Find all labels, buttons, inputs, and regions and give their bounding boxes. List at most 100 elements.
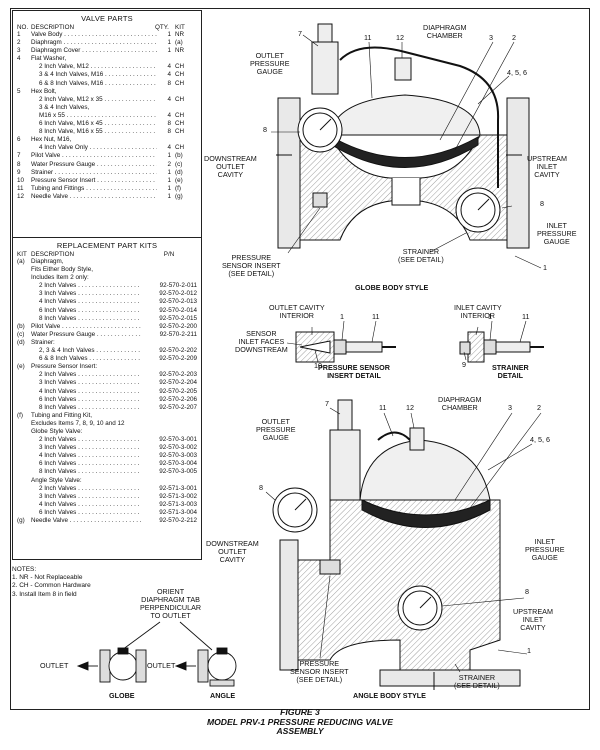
kit-part-number: 92-571-3-004 <box>159 508 197 516</box>
kit-description: Tubing and Fitting Kit, <box>31 411 93 419</box>
part-kit: (c) <box>175 160 183 168</box>
kit-letter: (g) <box>17 517 25 524</box>
sensor-detail-callout-1: 1 <box>340 312 344 321</box>
strainer-detail-callout-9: 9 <box>462 360 466 369</box>
col-kit: KIT <box>17 251 27 258</box>
part-qty: 1 <box>167 176 171 184</box>
globe-outlet-gauge-label: OUTLET PRESSURE GAUGE <box>250 51 290 76</box>
part-kit: CH <box>175 128 185 136</box>
part-number: 8 <box>17 160 21 168</box>
kit-description: 3 Inch Valves <box>31 493 141 501</box>
part-qty: 1 <box>167 192 171 200</box>
kit-description: Pilot Valve <box>31 323 141 331</box>
part-kit: CH <box>175 63 185 71</box>
kit-row: 4 Inch Valves92-570-2-205 <box>13 388 201 396</box>
part-number: 7 <box>17 152 21 160</box>
valve-part-row: 6 & 8 Inch Valves, M168CH <box>13 80 201 88</box>
angle-callout-2: 2 <box>537 403 541 412</box>
kit-row: 8 Inch Valves92-570-2-207 <box>13 404 201 412</box>
kit-part-number: 92-570-2-206 <box>159 395 197 403</box>
angle-mini-cover <box>207 651 237 681</box>
globe-mini-tab <box>117 647 129 655</box>
kit-row: 2 Inch Valves92-570-2-203 <box>13 371 201 379</box>
part-qty: 1 <box>167 168 171 176</box>
orient-note: ORIENT DIAPHRAGM TAB PERPENDICULAR TO OU… <box>140 587 202 620</box>
valve-parts-header: NO. DESCRIPTION QTY. KIT <box>13 24 201 31</box>
kit-row: 8 Inch Valves92-570-2-015 <box>13 315 201 323</box>
angle-outlet-gauge-needle <box>294 498 307 511</box>
kit-row: 2 Inch Valves92-571-3-001 <box>13 485 201 493</box>
globe-outlet-gauge-needle <box>319 118 332 131</box>
globe-mini-cover <box>108 651 138 681</box>
valve-part-row: 8 Inch Valve, M16 x 558CH <box>13 128 201 136</box>
kit-row: 4 Inch Valves92-570-2-013 <box>13 298 201 306</box>
part-kit: (d) <box>175 168 183 176</box>
part-description: 2 Inch Valve, M12 <box>31 63 157 71</box>
angle-inlet-gauge-face <box>402 590 438 626</box>
kit-description: Needle Valve <box>31 517 141 525</box>
kit-description: Excludes Items 7, 8, 9, 10 and 12 <box>31 419 125 427</box>
part-number: 10 <box>17 176 25 184</box>
kit-part-number: 92-570-2-013 <box>159 298 197 306</box>
angle-outlet-arrow <box>174 661 187 671</box>
pressure-sensor-detail-title: PRESSURE SENSOR INSERT DETAIL <box>318 363 390 380</box>
kit-description: Angle Style Valve: <box>31 476 82 484</box>
part-number: 9 <box>17 168 21 176</box>
part-qty: 1 <box>167 31 171 38</box>
kit-row: (f)Tubing and Fitting Kit, <box>13 412 201 420</box>
kit-row: Angle Style Valve: <box>13 477 201 485</box>
kit-description: 3 Inch Valves <box>31 379 141 387</box>
figure-caption: FIGURE 3 MODEL PRV-1 PRESSURE REDUCING V… <box>0 707 600 737</box>
kit-row: (b)Pilot Valve92-570-2-200 <box>13 323 201 331</box>
part-kit: CH <box>175 79 185 87</box>
kit-description: 6 & 8 Inch Valves <box>31 355 141 363</box>
kit-description: Includes Item 2 only: <box>31 274 89 282</box>
replacement-kits-rows: (a)Diaphragm,Fits Either Body Style,Incl… <box>13 258 201 525</box>
part-kit: (e) <box>175 176 183 184</box>
globe-sensor-insert-label: PRESSURE SENSOR INSERT (SEE DETAIL) <box>222 253 281 278</box>
note-item: 2. CH - Common Hardware <box>12 582 91 590</box>
outlet-cavity-interior-label: OUTLET CAVITY INTERIOR <box>269 303 325 320</box>
kit-part-number: 92-571-3-001 <box>159 484 197 492</box>
kit-letter: (a) <box>17 258 25 265</box>
globe-callout-7: 7 <box>298 29 302 38</box>
strainer-detail-callout-11: 11 <box>522 312 530 321</box>
orient-leader-1 <box>121 621 161 651</box>
part-description: Pressure Sensor Insert <box>31 177 157 185</box>
angle-inlet-gauge-label: INLET PRESSURE GAUGE <box>525 537 565 562</box>
globe-outlet-label: OUTLET <box>40 661 69 670</box>
kit-row: (e)Pressure Sensor Insert: <box>13 363 201 371</box>
part-qty: 4 <box>167 144 171 152</box>
kit-row: Globe Style Valve: <box>13 428 201 436</box>
angle-downstream-label: DOWNSTREAM OUTLET CAVITY <box>206 539 259 564</box>
strainer-detail-callout-1: 1 <box>488 312 492 321</box>
angle-callout-11: 11 <box>379 403 387 412</box>
kit-description: 4 Inch Valves <box>31 452 141 460</box>
kit-row: Fits Either Body Style, <box>13 266 201 274</box>
angle-sensor-insert-label: PRESSURE SENSOR INSERT (SEE DETAIL) <box>290 659 349 684</box>
strainer-element-9 <box>459 341 471 355</box>
kit-part-number: 92-570-2-211 <box>159 330 197 338</box>
strainer-fitting-1 <box>483 339 497 355</box>
col-no: NO. <box>17 24 29 31</box>
part-number: 5 <box>17 87 21 95</box>
part-description: Strainer <box>31 169 157 177</box>
part-kit: CH <box>175 95 185 103</box>
kit-part-number: 92-570-3-005 <box>159 468 197 476</box>
part-number: 12 <box>17 192 25 200</box>
part-description: 3 & 4 Inch Valves, <box>39 103 90 111</box>
globe-mini-flange-right <box>135 649 147 683</box>
part-description: Flat Washer, <box>31 55 67 63</box>
globe-callout-2: 2 <box>512 33 516 42</box>
angle-needle-valve <box>409 427 425 451</box>
detail-leader-lines <box>286 320 527 363</box>
globe-callout-12: 12 <box>396 33 404 42</box>
kit-description: 3 Inch Valves <box>31 290 141 298</box>
sensor-fitting-11 <box>345 341 383 353</box>
